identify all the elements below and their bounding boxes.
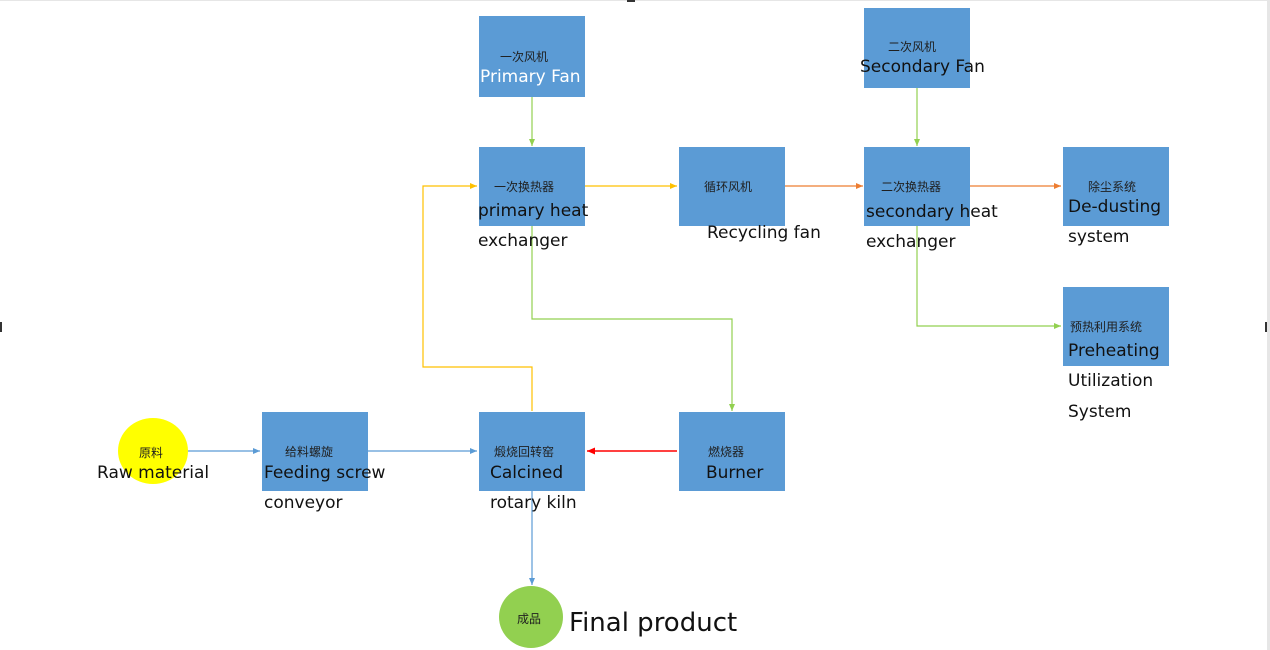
primary-fan-box <box>479 16 585 97</box>
primary-fan-en-label: Primary Fan <box>480 67 581 87</box>
rotary-kiln-zh-label: 煅烧回转窑 <box>494 445 555 459</box>
final-product-circle <box>499 586 563 648</box>
left-marker <box>0 322 2 332</box>
recycling-fan-box <box>679 147 785 226</box>
right-marker <box>1265 322 1267 332</box>
rotary-kiln-box <box>479 412 585 491</box>
preheating-utilization-box <box>1063 287 1169 366</box>
recycling-fan-zh-label: 循环风机 <box>704 180 753 194</box>
preheating-utilization-en-line1: Preheating <box>1068 341 1160 361</box>
dedusting-system-en-line2: system <box>1068 227 1130 247</box>
primary-heat-exchanger-en-line2: exchanger <box>478 231 568 251</box>
final-product-en-label: Final product <box>569 608 738 638</box>
preheating-utilization-en-line2: Utilization <box>1068 371 1154 391</box>
arrow-secondary-hx-to-preheating <box>916 226 1061 329</box>
feeding-screw-en-line1: Feeding screw <box>264 463 386 483</box>
primary-fan-zh-label: 一次风机 <box>500 50 549 64</box>
final-product-zh-label: 成品 <box>517 612 542 626</box>
rotary-kiln-en-line1: Calcined <box>490 463 564 483</box>
secondary-heat-exchanger-en-line1: secondary heat <box>866 202 998 222</box>
secondary-heat-exchanger-en-line2: exchanger <box>866 232 956 252</box>
preheating-utilization-zh-label: 预热利用系统 <box>1070 320 1143 334</box>
burner-en-label: Burner <box>706 463 764 483</box>
frame-right-border <box>1267 0 1270 650</box>
dedusting-system-zh-label: 除尘系统 <box>1088 180 1137 194</box>
secondary-heat-exchanger-zh-label: 二次换热器 <box>881 180 942 194</box>
arrow-primary-hx-to-burner <box>531 226 735 411</box>
rotary-kiln-en-line2: rotary kiln <box>490 493 577 513</box>
feeding-screw-zh-label: 给料螺旋 <box>285 445 334 459</box>
secondary-fan-en-label: Secondary Fan <box>860 57 985 77</box>
arrow-kiln-to-primary-hx <box>422 183 533 411</box>
secondary-fan-zh-label: 二次风机 <box>888 40 937 54</box>
preheating-utilization-en-line3: System <box>1068 402 1132 422</box>
feeding-screw-en-line2: conveyor <box>264 493 343 513</box>
dedusting-system-box <box>1063 147 1169 226</box>
primary-heat-exchanger-en-line1: primary heat <box>478 201 589 221</box>
recycling-fan-en-label: Recycling fan <box>707 223 821 243</box>
burner-zh-label: 燃烧器 <box>708 445 745 459</box>
top-marker <box>627 0 635 2</box>
raw-material-en-label: Raw material <box>97 463 210 483</box>
feeding-screw-box <box>262 412 368 491</box>
raw-material-circle <box>118 418 188 484</box>
frame-top-border <box>0 0 1270 1</box>
secondary-fan-box <box>864 8 970 88</box>
raw-material-zh-label: 原料 <box>139 446 164 460</box>
primary-heat-exchanger-zh-label: 一次换热器 <box>494 180 555 194</box>
dedusting-system-en-line1: De-dusting <box>1068 197 1162 217</box>
secondary-heat-exchanger-box <box>864 147 970 226</box>
burner-box <box>679 412 785 491</box>
primary-heat-exchanger-box <box>479 147 585 226</box>
